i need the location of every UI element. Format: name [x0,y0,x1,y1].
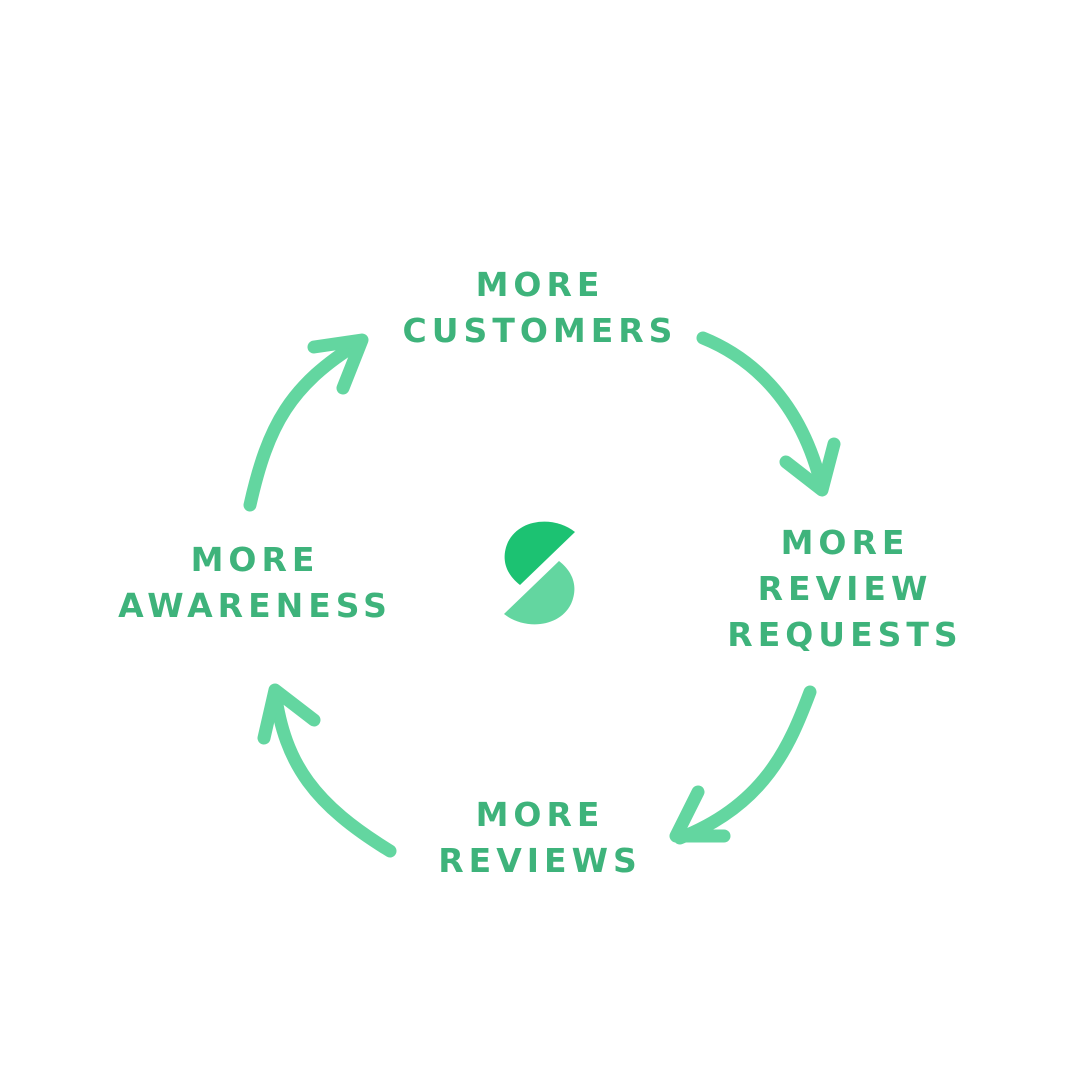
node-more-review-requests: MORE REVIEW REQUESTS [715,520,975,658]
arrow-top-to-right-icon [696,331,841,497]
node-more-reviews: MORE REVIEWS [420,792,660,884]
node-more-review-requests-line3: REQUESTS [727,615,963,654]
node-more-customers-line2: CUSTOMERS [402,311,678,350]
node-more-reviews-line1: MORE [475,795,605,834]
node-more-reviews-line2: REVIEWS [438,841,642,880]
node-more-customers-line1: MORE [475,265,605,304]
node-more-customers: MORE CUSTOMERS [390,262,690,354]
brand-s-logo-icon [504,521,575,625]
node-more-awareness-line2: AWARENESS [118,586,392,625]
node-more-review-requests-line1: MORE [780,523,910,562]
arrow-bottom-to-left-icon [257,683,397,858]
node-more-review-requests-line2: REVIEW [757,569,933,608]
node-more-awareness: MORE AWARENESS [105,537,405,629]
node-more-awareness-line1: MORE [190,540,320,579]
arrow-left-to-top-icon [243,333,369,512]
arrow-right-to-bottom-icon [669,685,817,845]
